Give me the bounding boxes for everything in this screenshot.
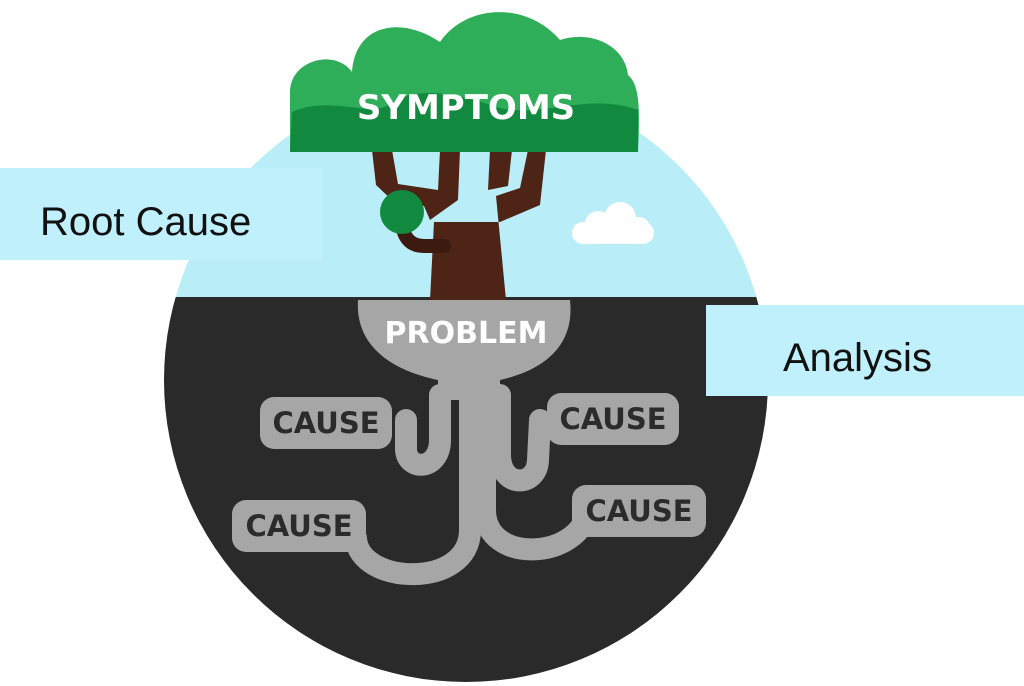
banner-right-text: Analysis xyxy=(783,336,932,380)
cause-label: CAUSE xyxy=(585,494,692,528)
banner-left-text: Root Cause xyxy=(40,200,251,244)
cause-box-lower-right: CAUSE xyxy=(572,485,706,537)
cause-label: CAUSE xyxy=(559,402,666,436)
banner-right: Analysis xyxy=(706,305,1024,396)
symptoms-label: SYMPTOMS xyxy=(357,88,575,128)
leaf-ball xyxy=(380,190,424,234)
cause-label: CAUSE xyxy=(245,509,352,543)
cause-box-lower-left: CAUSE xyxy=(232,500,366,552)
problem-bulb xyxy=(357,300,571,400)
root-system: PROBLEM CAUSE CAUSE CAUSE CAUSE xyxy=(232,300,706,586)
cloud-icon xyxy=(572,202,654,244)
root-lower-left xyxy=(345,384,481,586)
cause-box-upper-left: CAUSE xyxy=(260,397,392,449)
root-upper-left xyxy=(395,384,451,476)
banner-left: Root Cause xyxy=(0,168,323,260)
problem-label: PROBLEM xyxy=(385,316,548,351)
cause-label: CAUSE xyxy=(272,406,379,440)
cause-box-upper-right: CAUSE xyxy=(547,393,679,445)
root-upper-right xyxy=(489,384,551,492)
tree-canopy: SYMPTOMS xyxy=(290,12,639,153)
